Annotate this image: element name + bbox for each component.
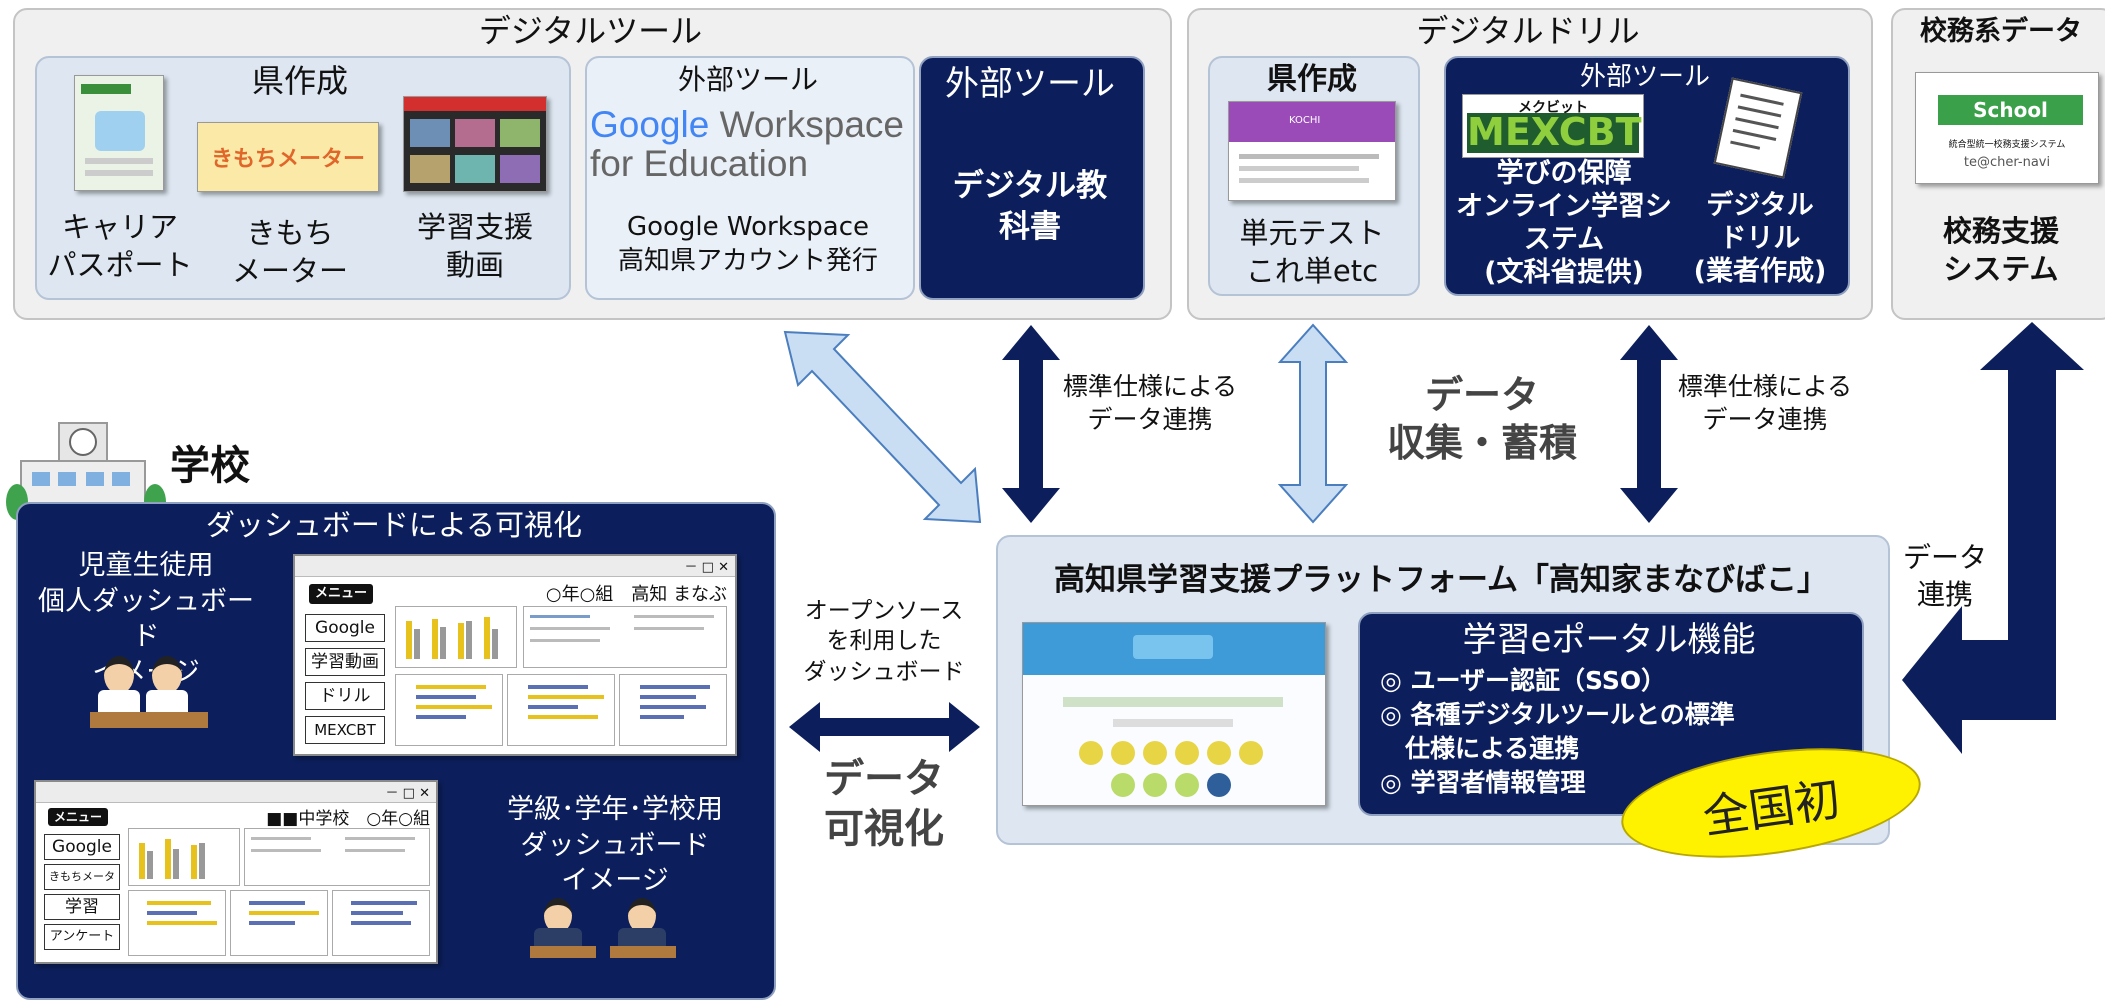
unit-test-label: 単元テスト これ単etc [1239,216,1385,289]
window-controls[interactable]: － □ ✕ [385,786,430,801]
diagonal-link-arrow [783,330,982,524]
career-passport-label: キャリア パスポート [47,210,193,283]
standard-link-label-right: 標準仕様による データ連携 [1677,372,1853,434]
drill-prefecture-heading: 県作成 [1267,62,1357,97]
bar-chart-widget [128,828,240,886]
standard-link-arrow-right [1620,325,1678,523]
menu-heading: メニュー [309,584,373,604]
class-dashboard-label: 学級･学年･学校用 ダッシュボード イメージ [507,794,723,897]
google-workspace-logo: Google Workspace for Education [590,104,904,184]
hbar-widget-1 [128,890,226,956]
google-workspace-desc: Google Workspace 高知県アカウント発行 [617,212,878,277]
school-title: 学校 [170,443,250,489]
digital-drill-title: デジタルドリル [1416,12,1640,50]
prefecture-tools-heading: 県作成 [251,62,348,100]
e-portal-features: ◎ ユーザー認証（SSO） ◎ 各種デジタルツールとの標準 仕様による連携 ◎ … [1380,664,1850,800]
hbar-widget-3 [619,674,727,746]
career-passport-thumbnail [74,75,164,191]
hbar-widget-2 [507,674,615,746]
collect-label: データ 収集・蓄積 [1386,373,1577,465]
data-link-label: データ 連携 [1902,541,1987,611]
school-engine-thumbnail: School Engine 統合型統一校務支援システム te@cher-navi [1915,72,2099,184]
digital-tools-title: デジタルツール [478,12,703,50]
feature-standard-link: ◎ 各種デジタルツールとの標準 [1380,700,1735,729]
students-illustration [90,654,210,734]
school-panel-title: ダッシュボードによる可視化 [205,508,583,542]
school-affairs-link-arrow [1902,322,2084,754]
student-dashboard-window: － □ ✕ メニュー ○年○組 高知 まなぶ Google 学習動画 ドリル M… [293,554,737,756]
menu-button-study[interactable]: 学習 [44,894,120,920]
menu-heading: メニュー [48,808,108,826]
textbook-external-heading: 外部ツール [945,64,1115,104]
teachers-illustration [530,896,680,960]
menu-button-google[interactable]: Google [44,834,120,860]
kimochi-meter-label: きもち メーター [231,216,348,289]
menu-button-mexcbt[interactable]: MEXCBT [305,716,385,744]
menu-button-survey[interactable]: アンケート [44,924,120,950]
learning-video-label: 学習支援 動画 [416,210,533,283]
platform-title: 高知県学習支援プラットフォーム「高知家まなびばこ」 [1053,562,1829,598]
window-controls[interactable]: － □ ✕ [684,560,729,575]
e-portal-title: 学習eポータル機能 [1462,620,1756,660]
manabibako-thumbnail [1022,622,1326,806]
window-titlebar: － □ ✕ [295,556,735,577]
feature-learner-info: ◎ 学習者情報管理 [1380,768,1586,797]
menu-button-kimochi[interactable]: きもちメーター [44,864,120,907]
google-workspace-panel [585,56,915,300]
visualize-label: データ 可視化 [824,756,944,852]
hbar-widget-2 [230,890,328,956]
school-affairs-title: 校務系データ [1920,16,2082,47]
feature-sso: ◎ ユーザー認証（SSO） [1380,666,1667,695]
standard-link-label-left: 標準仕様による データ連携 [1062,372,1238,434]
table-widget [523,606,727,668]
student-header: ○年○組 高知 まなぶ [545,584,727,605]
standard-link-arrow-left [1002,325,1060,523]
kimochi-meter-thumbnail: きもちメーター [197,122,379,192]
unit-test-thumbnail: KOCHI [1228,101,1396,201]
feature-standard-link-cont: 仕様による連携 [1380,734,1580,763]
kimochi-thumb-text: きもちメーター [210,147,365,172]
google-external-heading: 外部ツール [677,63,818,96]
collect-arrow [1277,323,1349,524]
window-titlebar: － □ ✕ [36,782,436,803]
menu-button-video[interactable]: 学習動画 [305,648,385,676]
visualize-arrow [789,702,980,752]
mexcbt-logo: メクビット MEXCBT [1462,94,1644,158]
opensource-label: オープンソース を利用した ダッシュボード [803,598,965,685]
class-dashboard-window: － □ ✕ メニュー ■■中学校 ○年○組 Google きもちメーター 学習 … [34,780,438,964]
menu-button-google[interactable]: Google [305,614,385,642]
digital-textbook-label: デジタル教 科書 [952,168,1108,245]
menu-button-drill[interactable]: ドリル [305,682,385,710]
digital-drill-label: デジタル ドリル (業者作成) [1693,190,1827,287]
mexcbt-label: 学びの保障 オンライン学習シ ステム (文科省提供) [1456,158,1672,288]
digital-textbook-panel [919,56,1145,300]
learning-video-thumbnail [403,96,547,192]
kochi-thumb-text: KOCHI [1289,115,1321,126]
class-header: ■■中学校 ○年○組 [266,809,430,829]
bar-chart-widget [395,606,517,668]
drill-external-heading: 外部ツール [1579,62,1710,92]
hbar-widget-3 [332,890,430,956]
school-affairs-label: 校務支援 システム [1942,214,2059,287]
hbar-widget-1 [395,674,503,746]
table-widget [244,828,430,886]
